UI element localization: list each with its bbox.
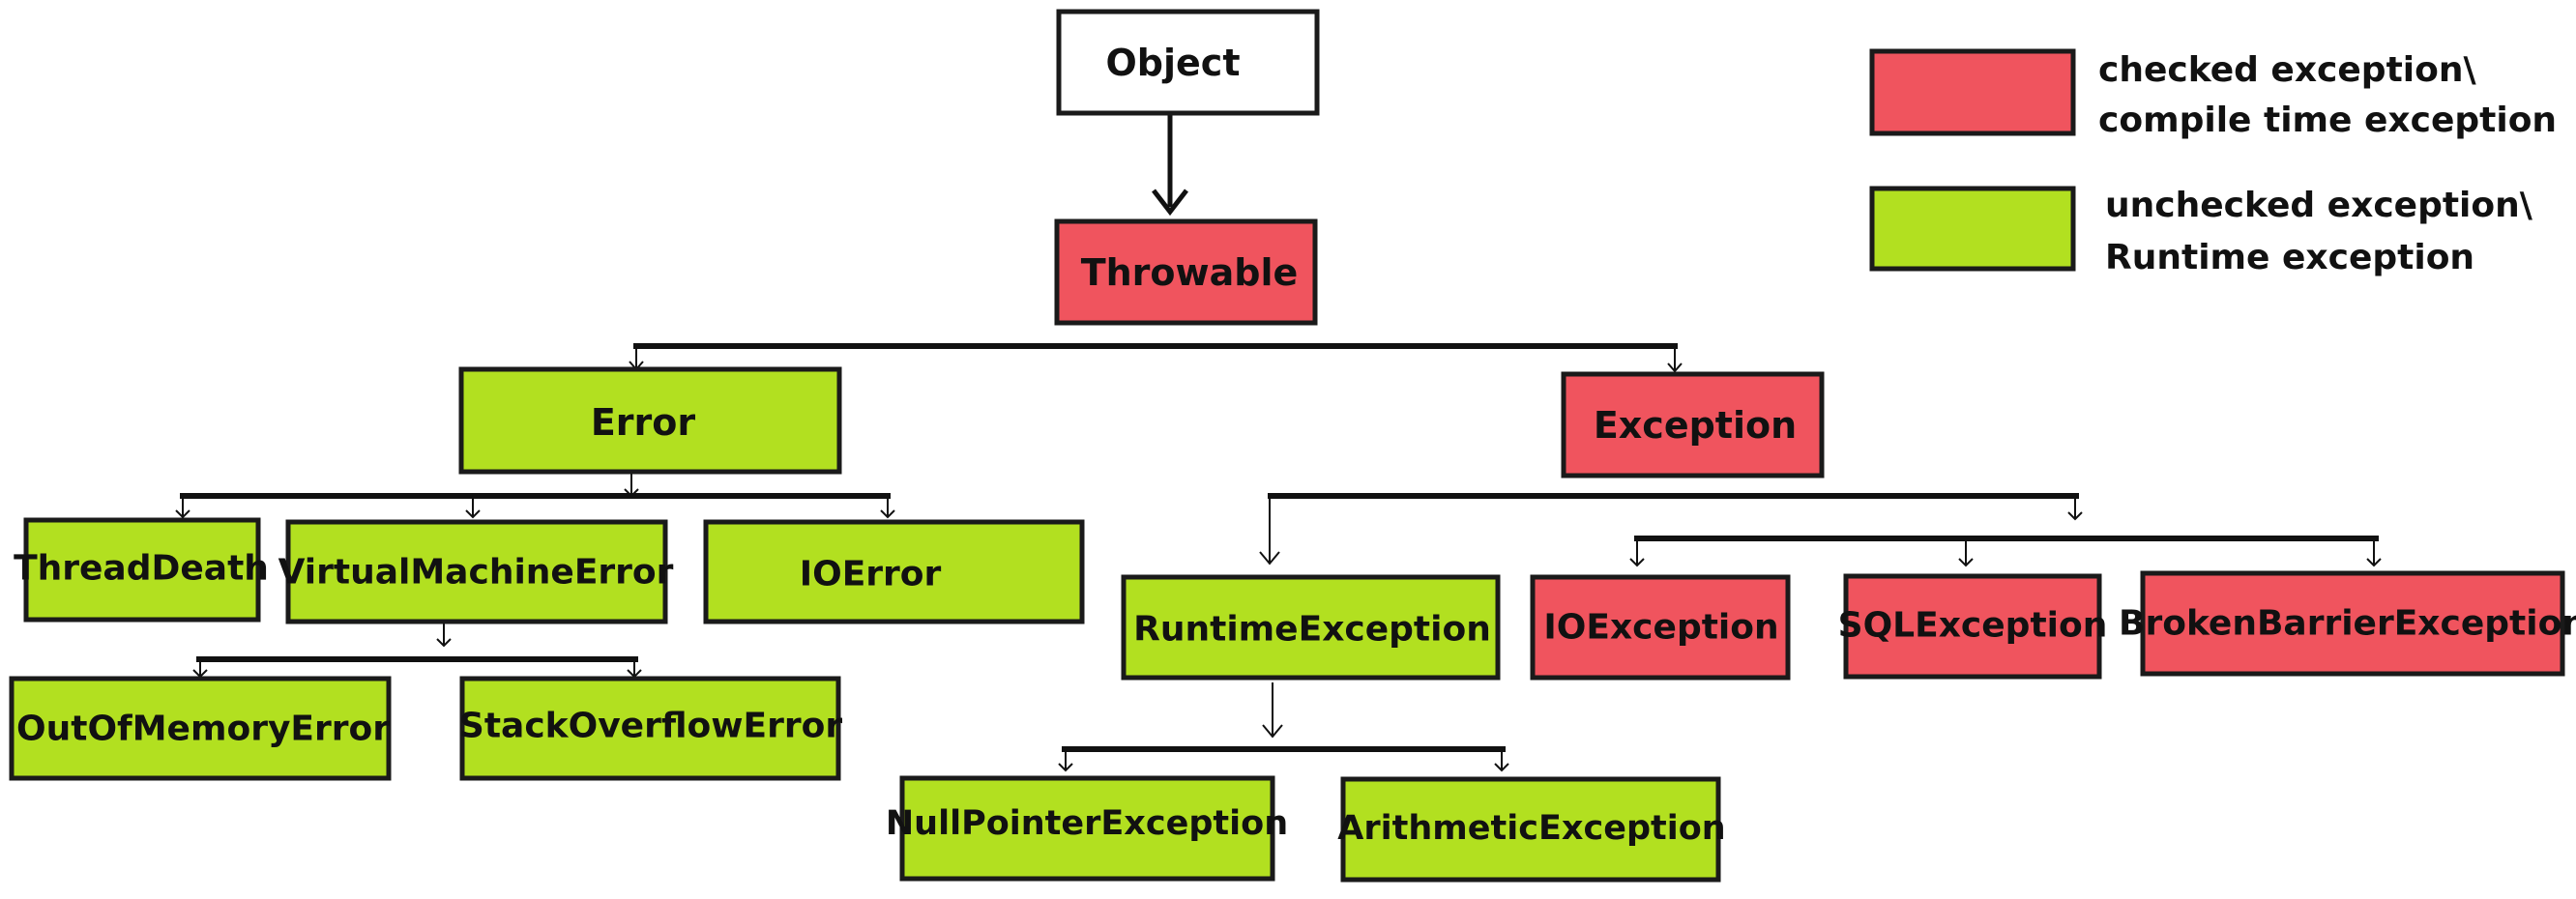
node-soe-box — [459, 676, 841, 781]
node-ioerror-box — [703, 519, 1085, 624]
node-vme-box — [285, 519, 668, 624]
node-exception: Exception — [1561, 371, 1825, 478]
legend-unchecked-line1: unchecked exception\ — [2105, 186, 2533, 225]
node-error-label: Error — [591, 401, 696, 444]
node-ioexception: IOException — [1530, 574, 1791, 681]
node-ioexception-box — [1530, 574, 1791, 681]
connectors — [175, 114, 2382, 772]
node-ioerror-label: IOError — [800, 555, 942, 594]
legend-checked-swatch — [1869, 48, 2076, 136]
node-sqlexception-box — [1843, 573, 2102, 680]
node-oome-box — [9, 676, 392, 781]
legend-checked-line2: compile time exception — [2098, 101, 2557, 140]
node-error-box — [458, 366, 842, 475]
node-npe-box — [899, 775, 1275, 882]
node-npe-label: NullPointerException — [886, 804, 1288, 843]
node-throwable: Throwable — [1054, 218, 1318, 326]
node-npe: NullPointerException — [886, 775, 1288, 882]
node-vme-label: VirtualMachineError — [278, 553, 674, 593]
edge-checked-group — [1629, 536, 2382, 567]
node-error: Error — [458, 366, 842, 475]
node-arith-label: ArithmeticException — [1337, 809, 1725, 848]
node-runtime-box — [1121, 574, 1501, 681]
node-exception-label: Exception — [1594, 404, 1797, 447]
edge-object-throwable — [1152, 114, 1188, 217]
node-vme: VirtualMachineError — [278, 519, 674, 624]
legend-unchecked-swatch — [1869, 186, 2076, 272]
node-object-box — [1056, 9, 1320, 116]
node-object-label: Object — [1106, 42, 1241, 84]
edge-runtime-children — [1058, 682, 1509, 772]
node-threaddeath: ThreadDeath — [14, 517, 269, 623]
node-bbe-box — [2140, 570, 2565, 677]
node-threaddeath-label: ThreadDeath — [14, 549, 269, 589]
edge-exception-children — [1259, 493, 2083, 566]
node-runtime: RuntimeException — [1121, 574, 1501, 681]
node-soe: StackOverflowError — [459, 676, 842, 781]
legend-unchecked-line2: Runtime exception — [2105, 238, 2474, 277]
edge-error-children — [175, 474, 895, 519]
node-soe-label: StackOverflowError — [459, 707, 842, 746]
node-object: Object — [1056, 9, 1320, 116]
node-throwable-label: Throwable — [1081, 251, 1299, 294]
legend: checked exception\ compile time exceptio… — [1869, 48, 2557, 277]
node-oome: OutOfMemoryError — [9, 676, 392, 781]
node-bbe: BrokenBarrierException — [2119, 570, 2576, 677]
node-arith: ArithmeticException — [1337, 776, 1726, 883]
node-exception-box — [1561, 371, 1825, 478]
node-sqlexception: SQLException — [1838, 573, 2108, 680]
node-oome-label: OutOfMemoryError — [16, 710, 390, 749]
node-arith-box — [1340, 776, 1721, 883]
node-throwable-box — [1054, 218, 1318, 326]
node-threaddeath-box — [23, 517, 261, 623]
node-sqlexception-label: SQLException — [1838, 606, 2108, 646]
legend-checked-line1: checked exception\ — [2098, 50, 2476, 90]
node-ioexception-label: IOException — [1543, 608, 1778, 648]
node-runtime-label: RuntimeException — [1133, 610, 1491, 650]
edge-vme-children — [192, 624, 642, 679]
node-ioerror: IOError — [703, 519, 1085, 624]
node-bbe-label: BrokenBarrierException — [2119, 604, 2576, 644]
